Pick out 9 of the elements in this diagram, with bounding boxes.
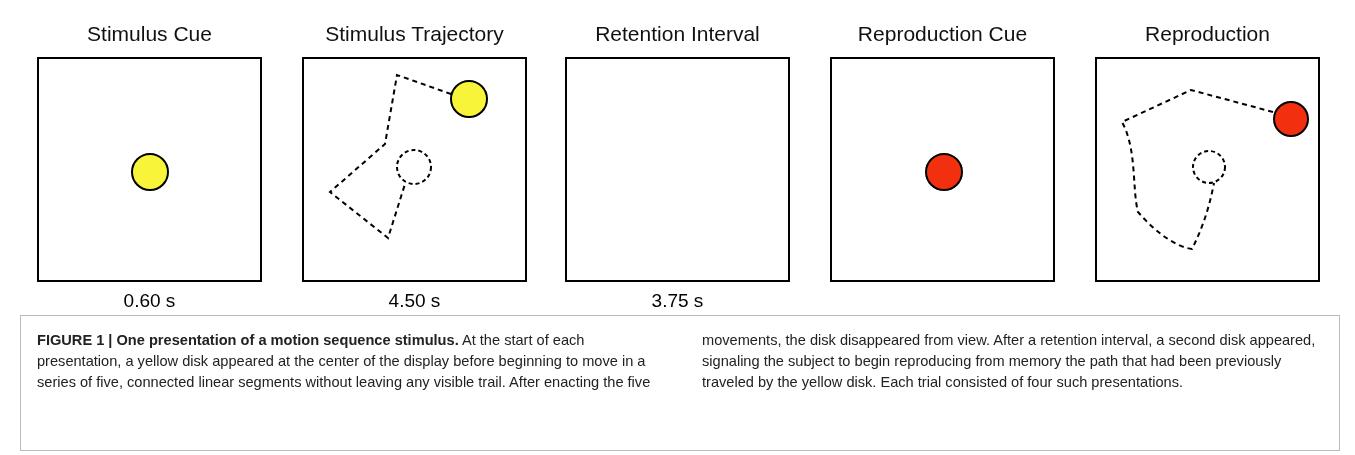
duration-label: 0.60 s — [123, 290, 176, 312]
panel-title: Reproduction — [1145, 22, 1270, 46]
panel-title: Retention Interval — [595, 22, 760, 46]
panel-title: Stimulus Trajectory — [325, 22, 504, 46]
duration-label: 4.50 s — [388, 290, 441, 312]
duration-label: 3.75 s — [651, 290, 704, 312]
figure-caption: FIGURE 1 | One presentation of a motion sequence stimulus. At the start of each presentation, a yellow disk appeared at the center of the display before beginning to move in a series of five, connected linear segments without leaving any visible trail. After enacting the five movements, the disk disappeared from view. After a retention interval, a second disk appeared, signaling the subject to begin reproducing from memory the path that had been previously traveled by the yellow disk. Each trial consisted of four such presentations. — [37, 331, 1317, 392]
panel-title: Stimulus Cue — [87, 22, 212, 46]
panel-title: Reproduction Cue — [857, 22, 1028, 46]
